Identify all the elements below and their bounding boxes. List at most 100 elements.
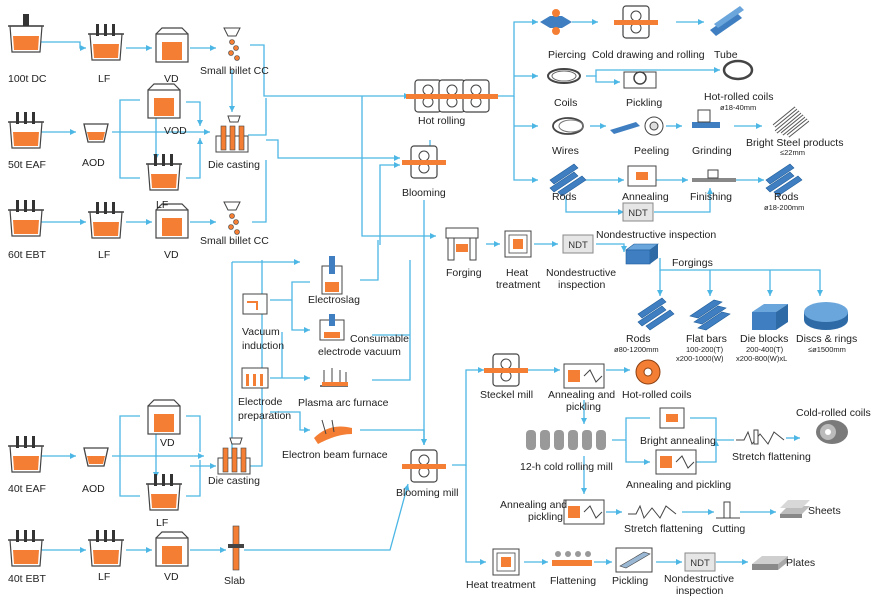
label-vd: VD: [164, 571, 179, 583]
blooming-mill-icon: [401, 449, 447, 483]
plasma-arc-icon: [320, 368, 348, 387]
labels: 100t DC LF VD Small billet CC 50t EAF AO…: [8, 49, 871, 597]
lf-icon: [145, 154, 183, 191]
heat-treatment-icon: [492, 548, 520, 576]
label-electrode-vacuum: electrode vacuum: [318, 346, 401, 358]
label-hot-rolled-coils-size: ø18-40mm: [720, 103, 756, 112]
consumable-electrode-icon: [319, 314, 345, 341]
label-bright-steel-size: ≤22mm: [780, 148, 805, 157]
label-inspection: inspection: [676, 585, 723, 597]
label-aod: AOD: [82, 157, 105, 169]
label-lf: LF: [98, 249, 110, 261]
label-40t-eaf: 40t EAF: [8, 483, 46, 495]
label-bright-steel-products: Bright Steel products: [746, 137, 843, 149]
aod-icon: [83, 123, 109, 143]
label-grinding: Grinding: [692, 145, 732, 157]
label-rods: Rods: [626, 333, 651, 345]
label-rods-size: ø80-1200mm: [614, 345, 659, 354]
label-rods-size: ø18-200mm: [764, 203, 804, 212]
caster-icon: [223, 201, 241, 235]
label-discs-rings: Discs & rings: [796, 333, 857, 345]
finishing-icon: [692, 169, 736, 182]
label-cold-drawing-rolling: Cold drawing and rolling: [592, 49, 705, 61]
label-die-blocks-thickness: 200-400(T): [746, 345, 784, 354]
label-rods: Rods: [774, 191, 799, 203]
ndt-icon: [622, 202, 654, 222]
tube-icon: [710, 6, 744, 36]
label-heat: Heat: [506, 267, 528, 279]
lf-icon: [87, 530, 125, 567]
label-small-billet-cc: Small billet CC: [200, 235, 269, 247]
label-pickling: Pickling: [626, 97, 662, 109]
ebt-icon: [7, 200, 45, 237]
electroslag-icon: [321, 256, 343, 295]
label-inspection: inspection: [558, 279, 605, 291]
dc-furnace-icon: [7, 14, 45, 53]
label-40t-ebt: 40t EBT: [8, 573, 47, 585]
electron-beam-icon: [314, 419, 352, 444]
label-electrode: Electrode: [238, 396, 283, 408]
lf-icon: [145, 474, 183, 511]
aod-icon: [83, 447, 109, 467]
eaf-icon: [7, 436, 45, 473]
label-discs-rings-size: ≤ø1500mm: [808, 345, 846, 354]
stretch-flattening-icon: [736, 429, 785, 446]
flat-bars-icon: [689, 299, 731, 331]
label-blooming-mill: Blooming mill: [396, 487, 458, 499]
label-nondestructive-inspection: Nondestructive inspection: [596, 229, 716, 241]
lf-icon: [87, 24, 125, 61]
heat-treatment-icon: [504, 230, 532, 258]
label-finishing: Finishing: [690, 191, 732, 203]
label-nondestructive: Nondestructive: [546, 267, 616, 279]
label-blooming: Blooming: [402, 187, 446, 199]
label-flat-bars: Flat bars: [686, 333, 727, 345]
annealing-pickling-icon: [655, 449, 697, 475]
label-induction: induction: [242, 340, 284, 352]
label-forgings: Forgings: [672, 257, 713, 269]
label-annealing: Annealing: [622, 191, 669, 203]
steckel-mill-icon: [483, 353, 529, 387]
label-lf: LF: [98, 73, 110, 85]
label-annealing-and: Annealing and: [500, 499, 567, 511]
label-consumable: Consumable: [350, 333, 409, 345]
label-pickling: pickling: [528, 511, 563, 523]
label-vd: VD: [164, 73, 179, 85]
wires-icon: [552, 117, 584, 135]
label-small-billet-cc: Small billet CC: [200, 65, 269, 77]
label-annealing-and: Annealing and: [548, 389, 615, 401]
label-annealing-and-pickling: Annealing and pickling: [626, 479, 731, 491]
label-pickling: pickling: [566, 401, 601, 413]
label-lf: LF: [156, 199, 168, 211]
ndt-icon: [684, 552, 716, 572]
label-lf: LF: [156, 517, 168, 529]
label-vod: VOD: [164, 125, 187, 137]
lf-icon: [87, 202, 125, 239]
vd-icon: [155, 27, 189, 63]
label-electron-beam-furnace: Electron beam furnace: [282, 449, 388, 461]
piercing-icon: [540, 9, 572, 35]
label-cold-rolled-coils: Cold-rolled coils: [796, 407, 871, 419]
label-steckel-mill: Steckel mill: [480, 389, 533, 401]
cold-rolling-mill-icon: [526, 430, 606, 450]
plates-icon: [752, 556, 788, 570]
discs-rings-icon: [804, 302, 848, 330]
ebt-icon: [7, 530, 45, 567]
label-hot-rolled-coils: Hot-rolled coils: [704, 91, 773, 103]
slab-icon: [228, 525, 244, 571]
label-cutting: Cutting: [712, 523, 745, 535]
label-hot-rolling: Hot rolling: [418, 115, 465, 127]
electrode-prep-icon: [241, 367, 269, 389]
flattening-icon: [552, 551, 592, 566]
label-50t-eaf: 50t EAF: [8, 159, 46, 171]
die-casting-icon: [217, 437, 251, 475]
label-flattening: Flattening: [550, 575, 596, 587]
label-nondestructive: Nondestructive: [664, 573, 734, 585]
label-stretch-flattening: Stretch flattening: [624, 523, 703, 535]
label-tube: Tube: [714, 49, 738, 61]
hot-rolled-coil-icon: [635, 359, 661, 385]
label-plates: Plates: [786, 557, 815, 569]
cold-rolled-coils-icon: [816, 420, 848, 444]
die-casting-icon: [215, 115, 249, 153]
annealing-pickling-icon: [563, 499, 605, 525]
